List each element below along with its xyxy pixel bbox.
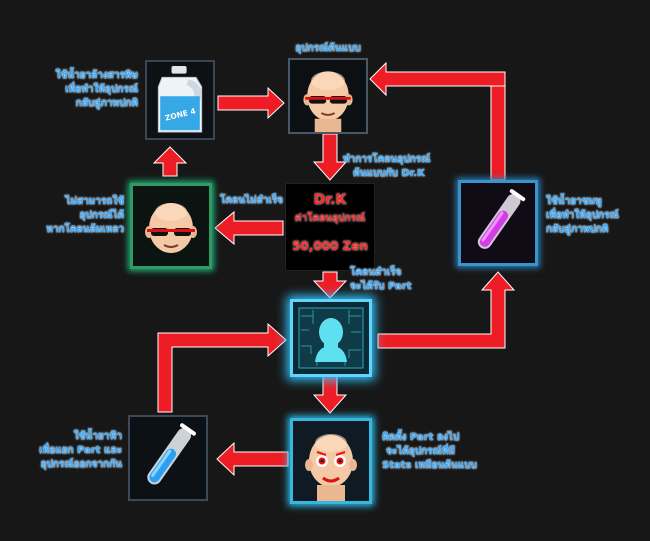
clone-part-chip-icon bbox=[293, 302, 369, 374]
clone-part-box[interactable] bbox=[290, 299, 372, 377]
arrow-failed-to-bottle bbox=[152, 146, 188, 177]
blue-test-tube-icon bbox=[130, 417, 206, 499]
arrow-drk-to-failed bbox=[214, 210, 284, 246]
original-device-box[interactable] bbox=[288, 58, 368, 134]
clone-fail-label: โคลนไม่สำเร็จ bbox=[220, 195, 284, 206]
toxic-bottle-box[interactable]: ZONE 4 bbox=[145, 60, 215, 140]
arrow-original-to-drk bbox=[312, 133, 348, 181]
pink-vial-box[interactable] bbox=[458, 180, 538, 266]
drk-name: Dr.K bbox=[313, 192, 347, 208]
pink-vial-caption: ใช้น้ำยาชมพู เพื่อทำให้อุปกรณ์ กลับสู่ภา… bbox=[546, 196, 619, 235]
bald-head-failed-clone-icon bbox=[133, 186, 209, 266]
drk-fee-label: ค่าโคลนอุปกรณ์ bbox=[294, 213, 366, 224]
original-device-title: อุปกรณ์ต้นแบบ bbox=[295, 43, 361, 54]
failed-clone-caption: ไม่สามารถใช้ อุปกรณ์ได้ หากโคลนล้มเหลว bbox=[46, 196, 124, 235]
arrow-bottle-to-original bbox=[217, 86, 285, 120]
arrow-drk-to-part bbox=[312, 271, 348, 299]
arrow-part-to-cloned bbox=[312, 375, 348, 414]
arrow-part-to-pink bbox=[377, 271, 516, 349]
blue-vial-box[interactable] bbox=[128, 415, 208, 501]
failed-clone-box[interactable] bbox=[130, 183, 212, 269]
drk-fee-box[interactable]: Dr.K ค่าโคลนอุปกรณ์ 50,000 Zen bbox=[285, 183, 375, 271]
cloned-device-caption: ติดตั้ง Part ลงไป จะได้อุปกรณ์ที่มี Stat… bbox=[382, 432, 477, 471]
bald-head-red-sunglasses-icon bbox=[290, 60, 366, 132]
zone4-bottle-icon: ZONE 4 bbox=[147, 62, 213, 138]
arrow-cloned-to-blue bbox=[216, 441, 289, 477]
pink-test-tube-icon bbox=[461, 183, 535, 263]
clone-success-label: โคลนสำเร็จ จะได้รับ Part bbox=[350, 267, 412, 292]
drk-fee-value: 50,000 Zen bbox=[292, 239, 368, 253]
toxic-bottle-caption: ใช้น้ำยาล้างสารพิษ เพื่อทำให้อุปกรณ์ กลั… bbox=[55, 70, 139, 109]
bald-head-clown-makeup-icon bbox=[293, 421, 369, 501]
arrow-blue-to-part bbox=[157, 322, 287, 413]
clone-with-drk-label: ทำการโคลนอุปกรณ์ ต้นแบบกับ Dr.K bbox=[343, 154, 431, 179]
cloned-device-box[interactable] bbox=[290, 418, 372, 504]
blue-vial-caption: ใช้น้ำยาฟ้า เพื่อแยก Part และ อุปกรณ์ออก… bbox=[39, 431, 122, 470]
arrow-pink-to-original bbox=[369, 61, 506, 181]
